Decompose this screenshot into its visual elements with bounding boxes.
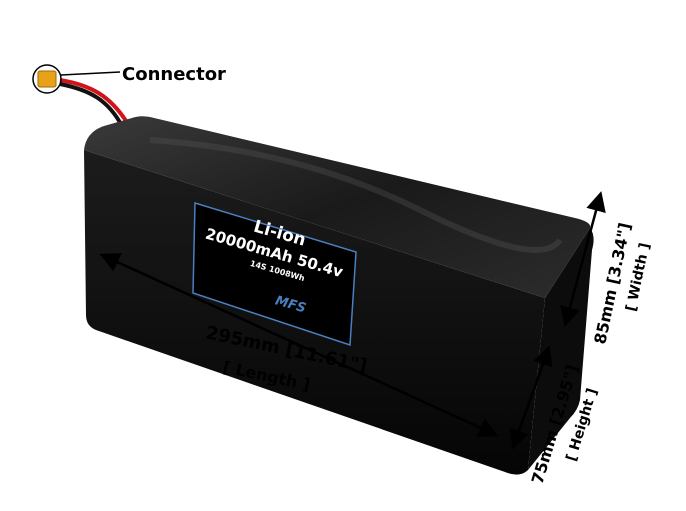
connector-highlight-circle <box>32 64 62 94</box>
length-arrow <box>99 253 499 437</box>
connector-leader-line <box>60 71 121 76</box>
wire-black <box>59 82 124 127</box>
connector-callout: Connector <box>122 64 226 85</box>
wire-red <box>59 78 130 126</box>
connector-icon <box>37 70 57 88</box>
width-arrow <box>560 191 606 327</box>
battery-top-face <box>84 116 591 298</box>
height-arrow <box>509 345 553 450</box>
